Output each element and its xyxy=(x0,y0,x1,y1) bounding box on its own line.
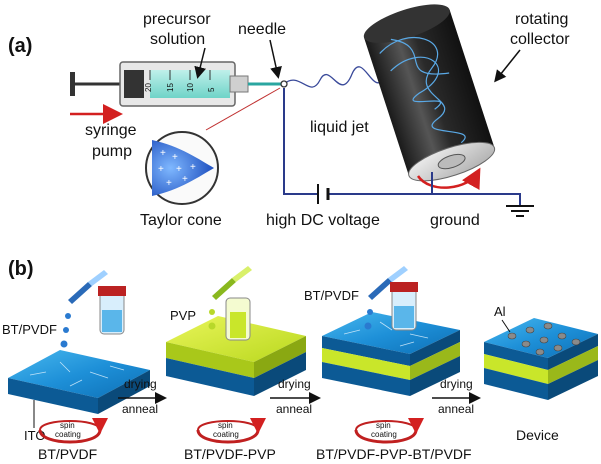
collector-label: collector xyxy=(510,31,570,48)
spin-coating-icon-1: spin coating xyxy=(38,417,108,444)
stage-4-device xyxy=(484,318,598,400)
scale-5: 5 xyxy=(207,87,216,92)
svg-text:+: + xyxy=(172,152,178,163)
spin-text-3: spin xyxy=(376,421,391,430)
pvp-label: PVP xyxy=(170,308,196,323)
rotating-label: rotating xyxy=(515,11,568,28)
syringe: 20 15 10 5 xyxy=(70,61,282,107)
caption-3: BT/PVDF-PVP-BT/PVDF xyxy=(316,446,472,462)
dc-battery-symbol xyxy=(317,184,330,204)
stage-2-vial xyxy=(225,297,251,341)
bt-pvdf-label-1: BT/PVDF xyxy=(2,322,57,337)
scale-20: 20 xyxy=(144,83,153,92)
taylor-cone-magnifier: ++ ++ ++ + xyxy=(145,131,219,205)
stage-3-pipette xyxy=(364,266,408,330)
spin-text-1: spin xyxy=(60,421,75,430)
spin-coating-icon-3: spin coating xyxy=(354,417,424,444)
stage-3-vial xyxy=(390,282,418,331)
precursor-label-1: precursor xyxy=(143,11,211,28)
stage-1-substrate xyxy=(8,350,150,414)
arrow-2-top: drying xyxy=(278,377,311,391)
svg-text:+: + xyxy=(160,148,166,159)
stage-3-substrate xyxy=(322,312,460,396)
coating-text-3: coating xyxy=(371,430,397,439)
caption-2: BT/PVDF-PVP xyxy=(184,446,276,462)
stage-2-pipette xyxy=(208,266,252,330)
scale-10: 10 xyxy=(186,83,195,92)
ground-label: ground xyxy=(430,212,480,229)
stage-1-pipette xyxy=(60,270,108,348)
stage-2-substrate xyxy=(166,316,306,396)
arrow-1-bottom: anneal xyxy=(122,402,158,416)
arrow-1-top: drying xyxy=(124,377,157,391)
svg-text:+: + xyxy=(158,164,164,175)
caption-4: Device xyxy=(516,427,559,443)
svg-text:+: + xyxy=(190,162,196,173)
taylor-cone-label: Taylor cone xyxy=(140,212,222,229)
caption-1: BT/PVDF xyxy=(38,446,97,462)
bt-pvdf-label-2: BT/PVDF xyxy=(304,288,359,303)
panel-b-label: (b) xyxy=(8,258,34,280)
arrow-3-bottom: anneal xyxy=(438,402,474,416)
syringe-pump-label-1: syringe xyxy=(85,122,137,139)
panel-a-label: (a) xyxy=(8,35,32,57)
liquid-jet-label: liquid jet xyxy=(310,119,369,136)
needle-label: needle xyxy=(238,21,286,38)
spin-text-2: spin xyxy=(218,421,233,430)
high-dc-voltage-label: high DC voltage xyxy=(266,212,380,229)
scale-15: 15 xyxy=(166,83,175,92)
stage-1-vial xyxy=(98,286,126,335)
svg-text:+: + xyxy=(182,174,188,185)
rotation-arrow xyxy=(416,167,481,190)
ground-symbol xyxy=(506,205,534,217)
coating-text-2: coating xyxy=(213,430,239,439)
spin-coating-icon-2: spin coating xyxy=(196,417,266,444)
al-label: Al xyxy=(494,304,506,319)
arrow-2-bottom: anneal xyxy=(276,402,312,416)
al-electrodes xyxy=(507,322,581,356)
syringe-scale: 20 15 10 5 xyxy=(144,70,216,92)
rotating-collector xyxy=(363,4,496,182)
syringe-pump-label-2: pump xyxy=(92,143,132,160)
svg-text:+: + xyxy=(166,178,172,189)
arrow-3-top: drying xyxy=(440,377,473,391)
precursor-label-2: solution xyxy=(150,31,205,48)
coating-text-1: coating xyxy=(55,430,81,439)
svg-text:+: + xyxy=(176,164,182,175)
circuit-wiring xyxy=(283,88,521,206)
